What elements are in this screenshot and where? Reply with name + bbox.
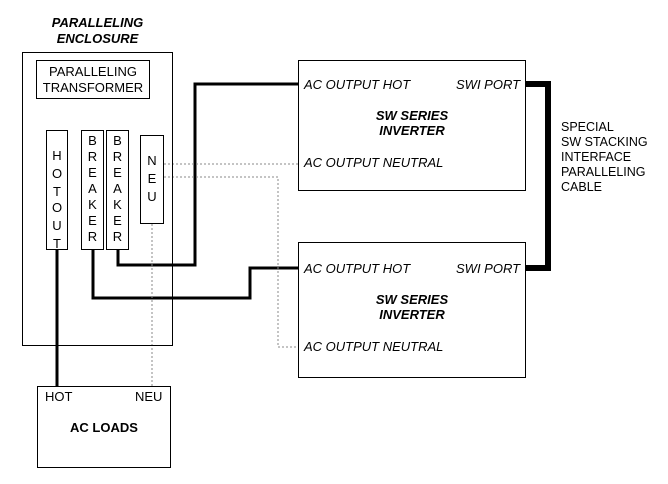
stacking-cable bbox=[525, 81, 551, 271]
ac-loads-neu-label: NEU bbox=[135, 389, 163, 404]
breaker-char: A bbox=[88, 181, 97, 196]
ac-loads-hot-label: HOT bbox=[45, 389, 73, 404]
hot-out-char: T bbox=[53, 184, 61, 199]
ac-loads-box bbox=[37, 386, 171, 468]
cable-label-line: CABLE bbox=[561, 180, 602, 194]
hot-out-terminal: H O T O U T bbox=[46, 130, 68, 251]
enclosure-title: PARALLELING ENCLOSURE bbox=[20, 15, 175, 47]
inverter-2 bbox=[298, 242, 526, 378]
inverter-1 bbox=[298, 60, 526, 191]
stacking-cable-label: SPECIAL SW STACKING INTERFACE PARALLELIN… bbox=[561, 120, 648, 195]
neu-char: E bbox=[147, 171, 157, 186]
transformer-label-line2: TRANSFORMER bbox=[42, 80, 144, 95]
neu-char: N bbox=[147, 153, 157, 168]
cable-label-line: SW STACKING bbox=[561, 135, 648, 149]
cable-label-line: PARALLELING bbox=[561, 165, 646, 179]
breaker-char: B bbox=[113, 133, 122, 148]
breaker-char: E bbox=[113, 165, 122, 180]
neu-char: U bbox=[147, 189, 157, 204]
inverter1-swi-port-label: SWI PORT bbox=[456, 77, 521, 92]
inverter1-name: SW SERIES INVERTER bbox=[352, 108, 472, 138]
breaker-1: B R E A K E R bbox=[81, 130, 104, 250]
paralleling-transformer: PARALLELING TRANSFORMER bbox=[36, 60, 150, 99]
breaker-char: R bbox=[87, 229, 98, 244]
hot-out-char: U bbox=[52, 218, 62, 233]
breaker-char: E bbox=[88, 165, 97, 180]
cable-label-line: SPECIAL bbox=[561, 120, 614, 134]
hot-wire-inverter2 bbox=[91, 250, 298, 300]
breaker-2: B R E A K E R bbox=[106, 130, 129, 250]
breaker-char: R bbox=[112, 229, 123, 244]
neutral-bus: N E U bbox=[140, 135, 164, 224]
cable-label-line: INTERFACE bbox=[561, 150, 632, 164]
inverter2-swi-port-label: SWI PORT bbox=[456, 261, 521, 276]
hot-out-char: O bbox=[51, 200, 63, 215]
inverter2-ac-output-hot-label: AC OUTPUT HOT bbox=[304, 261, 411, 276]
inverter2-name-line2: INVERTER bbox=[379, 307, 445, 322]
enclosure-title-line2: ENCLOSURE bbox=[56, 31, 139, 46]
breaker-char: E bbox=[113, 213, 122, 228]
breaker-char: E bbox=[88, 213, 97, 228]
enclosure-title-line1: PARALLELING bbox=[51, 15, 144, 30]
inverter1-ac-output-hot-label: AC OUTPUT HOT bbox=[304, 77, 411, 92]
breaker-char: R bbox=[87, 149, 98, 164]
breaker-char: B bbox=[88, 133, 97, 148]
inverter2-name-line1: SW SERIES bbox=[375, 292, 449, 307]
hot-out-char: H bbox=[52, 148, 62, 163]
paralleling-enclosure bbox=[22, 52, 173, 346]
ac-loads-title: AC LOADS bbox=[70, 420, 138, 435]
inverter2-ac-output-neutral-label: AC OUTPUT NEUTRAL bbox=[304, 339, 444, 354]
breaker-char: A bbox=[113, 181, 122, 196]
inverter1-name-line1: SW SERIES bbox=[375, 108, 449, 123]
hot-wire-inverter1 bbox=[116, 82, 298, 267]
breaker-char: R bbox=[112, 149, 123, 164]
neutral-wire-inverter2 bbox=[164, 176, 298, 348]
hot-out-char: O bbox=[51, 166, 63, 181]
breaker-char: K bbox=[88, 197, 97, 212]
hot-out-char: T bbox=[53, 236, 61, 251]
breaker-char: K bbox=[113, 197, 122, 212]
inverter1-ac-output-neutral-label: AC OUTPUT NEUTRAL bbox=[304, 155, 444, 170]
inverter2-name: SW SERIES INVERTER bbox=[352, 292, 472, 322]
inverter1-name-line2: INVERTER bbox=[379, 123, 445, 138]
transformer-label-line1: PARALLELING bbox=[49, 64, 137, 79]
